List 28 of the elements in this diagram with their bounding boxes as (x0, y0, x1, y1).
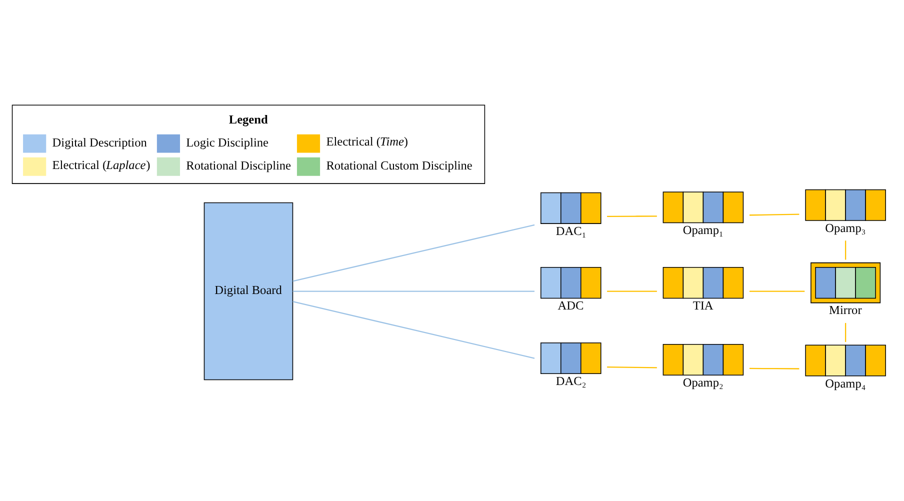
connector (292, 224, 535, 282)
legend-label: Digital Description (52, 135, 147, 150)
connector (607, 216, 657, 218)
connector (750, 368, 800, 370)
connector (750, 290, 805, 292)
legend-label: Electrical (Time) (326, 134, 408, 149)
node-label: DAC₂ (556, 374, 586, 388)
legend-label: Rotational Discipline (186, 158, 292, 173)
node-label: Opamp₂ (682, 376, 724, 390)
connector (844, 322, 846, 342)
node-label: Opamp₃ (825, 220, 866, 235)
label: Legend (228, 112, 268, 126)
node-label: TIA (692, 298, 714, 313)
legend-label: Rotational Custom Discipline (326, 158, 472, 173)
node-box: Digital Board (204, 202, 294, 380)
node-label: Opamp₁ (682, 223, 724, 238)
legend-label: Electrical (Laplace) (52, 158, 150, 172)
node-label: Opamp₄ (825, 376, 866, 390)
connector (844, 240, 846, 260)
connector (607, 366, 657, 368)
legend-label: Logic Discipline (186, 135, 268, 150)
node-label: DAC₁ (556, 224, 586, 238)
node-label: ADC (558, 298, 584, 313)
connector (292, 300, 535, 359)
connector (292, 290, 534, 292)
connector (607, 290, 657, 292)
connector (750, 214, 800, 216)
node-label: Mirror (829, 303, 862, 318)
